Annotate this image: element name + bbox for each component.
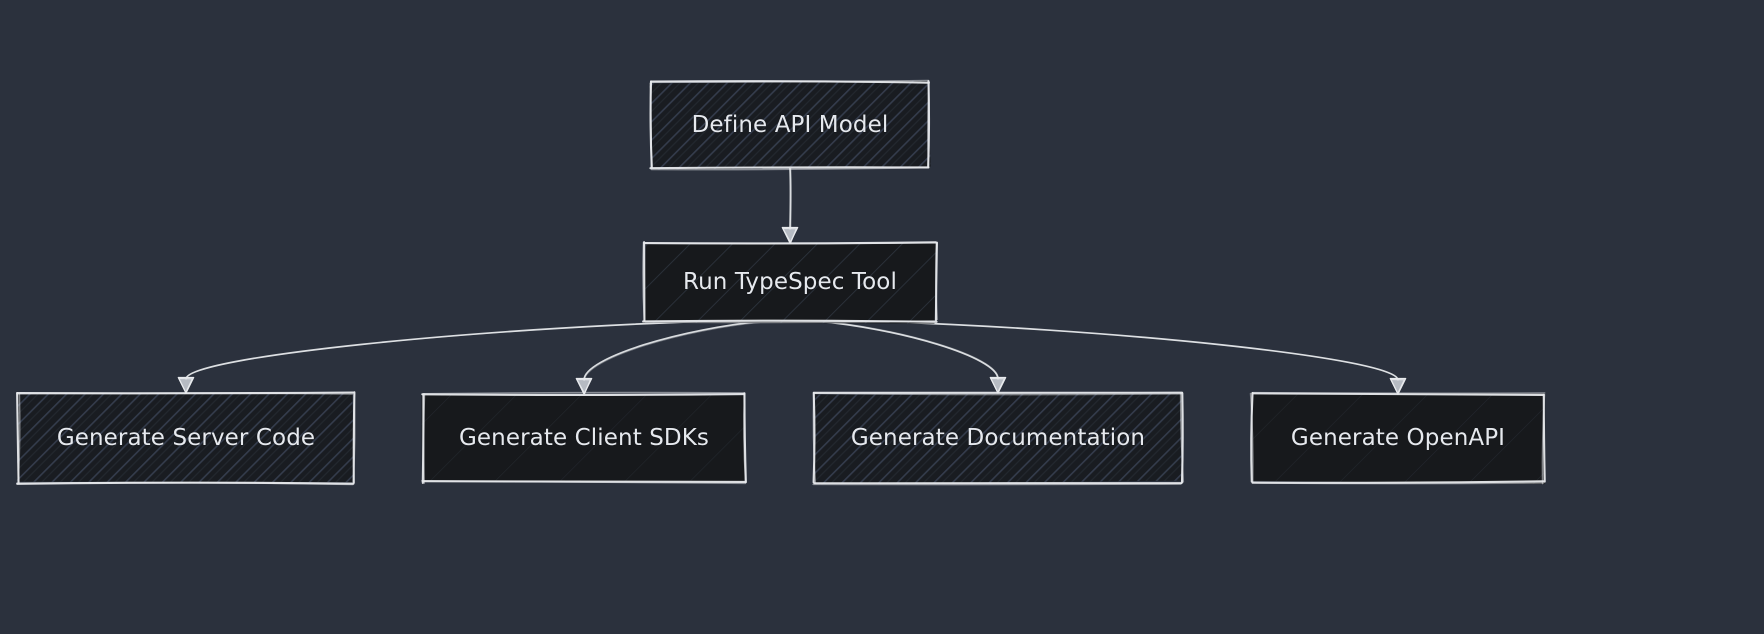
edges-layer (185, 167, 1399, 382)
edge-edge-run-to-sdks (583, 320, 767, 382)
arrowheads-layer (177, 226, 1407, 395)
arrowhead-edge-run-to-docs (989, 376, 1007, 394)
arrowhead-edge-run-to-openapi (1389, 377, 1407, 395)
arrowhead-edge-run-to-sdks (575, 377, 593, 395)
edge-edge-run-to-docs (814, 319, 999, 380)
node-generate-documentation[interactable] (812, 391, 1185, 486)
node-define-api-model[interactable] (649, 79, 931, 171)
edge-edge-define-to-run (789, 167, 792, 230)
arrowhead-edge-run-to-server (177, 376, 195, 394)
node-run-typespec-tool[interactable] (642, 241, 939, 324)
node-generate-client-sdks[interactable] (421, 391, 747, 485)
arrowhead-edge-define-to-run (781, 226, 799, 244)
node-generate-openapi[interactable] (1249, 391, 1546, 485)
node-generate-server-code[interactable] (16, 391, 356, 486)
edge-edge-run-to-server (185, 320, 719, 380)
edge-edge-run-to-openapi (862, 320, 1399, 381)
nodes-layer (16, 79, 1546, 486)
